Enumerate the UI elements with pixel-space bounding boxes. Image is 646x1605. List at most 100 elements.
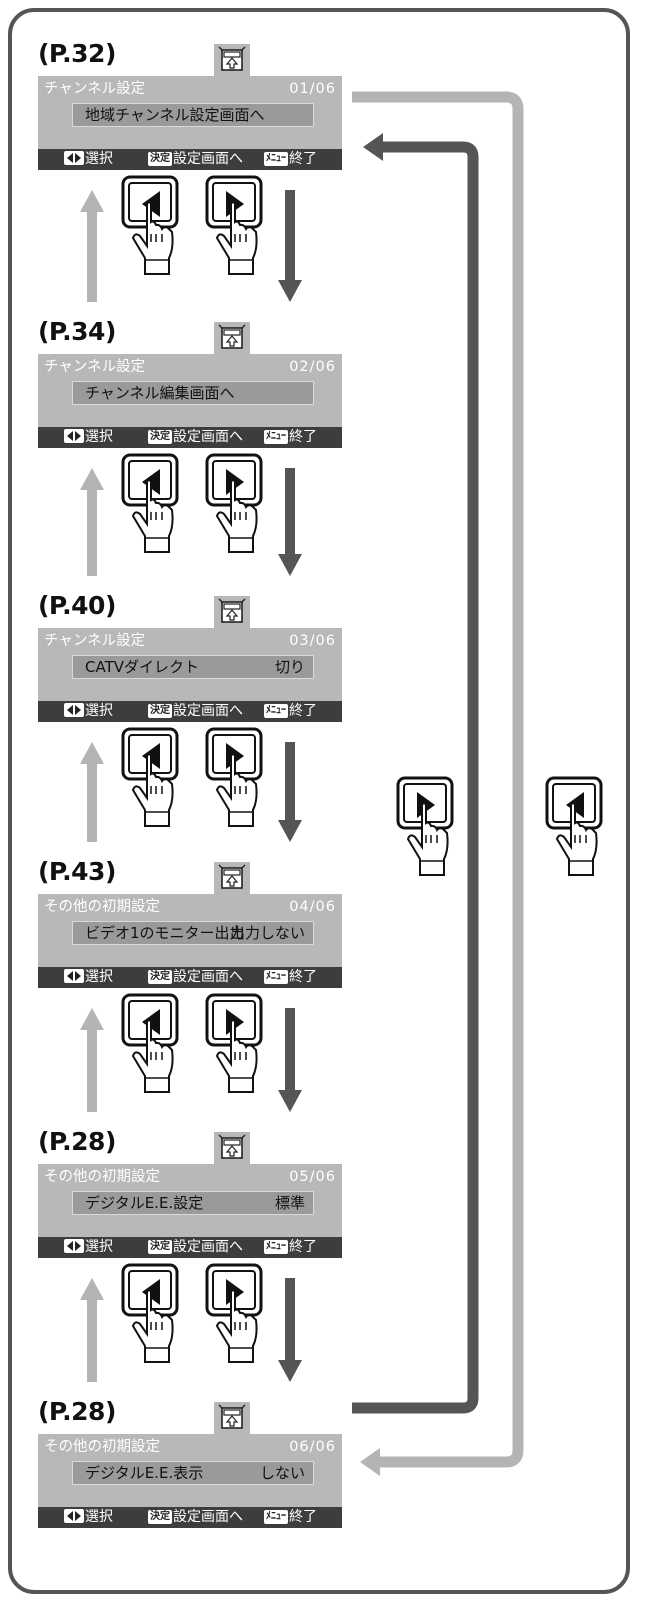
hand-press-left-icon xyxy=(121,175,179,275)
screen-header: チャンネル設定 01/06 xyxy=(44,79,336,99)
page-reference: (P.28) xyxy=(38,1397,116,1426)
footer-select: 選択 xyxy=(64,427,113,448)
menu-item-label: 地域チャンネル設定画面へ xyxy=(85,106,265,124)
tv-menu-screen: その他の初期設定 05/06 デジタルE.E.設定 標準 選択 決定設定画面へ xyxy=(38,1164,342,1258)
hand-press-left-icon xyxy=(121,453,179,553)
menu-item[interactable]: チャンネル編集画面へ xyxy=(72,381,314,405)
hand-press-right-icon xyxy=(205,453,263,553)
screen-title: チャンネル設定 xyxy=(44,81,146,97)
screen-footer: 選択 決定設定画面へ ﾒﾆｭｰ終了 xyxy=(38,149,342,170)
screen-header: その他の初期設定 04/06 xyxy=(44,897,336,917)
page-reference: (P.40) xyxy=(38,591,116,620)
enter-key-icon: 決定 xyxy=(148,970,172,984)
hand-press-right-icon xyxy=(396,776,454,876)
menu-item-value: 切り xyxy=(274,658,305,676)
enter-key-icon: 決定 xyxy=(148,152,172,166)
arrow-down-icon xyxy=(278,554,302,576)
menu-item[interactable]: 地域チャンネル設定画面へ xyxy=(72,103,314,127)
footer-enter-label: 設定画面へ xyxy=(173,429,243,445)
tv-menu-screen: その他の初期設定 06/06 デジタルE.E.表示 しない 選択 決定設定画面へ xyxy=(38,1434,342,1528)
screen-header: チャンネル設定 02/06 xyxy=(44,357,336,377)
settings-screen-block-2: (P.34) チャンネル設定 02/06 チャンネル編集画面へ xyxy=(38,318,342,448)
loop-arrow-forward xyxy=(352,91,524,1468)
screen-footer: 選択 決定設定画面へ ﾒﾆｭｰ終了 xyxy=(38,701,342,722)
screen-header: チャンネル設定 03/06 xyxy=(44,631,336,651)
footer-menu: ﾒﾆｭｰ終了 xyxy=(264,427,317,448)
hand-press-right-icon xyxy=(205,175,263,275)
footer-enter: 決定設定画面へ xyxy=(148,1507,243,1528)
left-right-key-icon xyxy=(64,703,84,717)
menu-item[interactable]: CATVダイレクト 切り xyxy=(72,655,314,679)
footer-enter: 決定設定画面へ xyxy=(148,701,243,722)
hand-press-left-icon xyxy=(121,727,179,827)
screen-footer: 選択 決定設定画面へ ﾒﾆｭｰ終了 xyxy=(38,1507,342,1528)
left-right-key-icon xyxy=(64,969,84,983)
tv-remote-icon xyxy=(214,862,250,894)
screen-page-number: 01/06 xyxy=(289,81,336,97)
footer-enter: 決定設定画面へ xyxy=(148,1237,243,1258)
arrow-down-icon xyxy=(278,820,302,842)
settings-screen-block-6: (P.28) その他の初期設定 06/06 デジタルE.E.表示 しない xyxy=(38,1398,342,1528)
settings-screen-block-5: (P.28) その他の初期設定 05/06 デジタルE.E.設定 標準 xyxy=(38,1128,342,1258)
hand-press-right-icon xyxy=(205,727,263,827)
tv-remote-icon xyxy=(214,322,250,354)
footer-enter-label: 設定画面へ xyxy=(173,969,243,985)
menu-item-label: チャンネル編集画面へ xyxy=(85,384,235,402)
footer-select: 選択 xyxy=(64,701,113,722)
page-reference: (P.32) xyxy=(38,39,116,68)
arrow-up-icon xyxy=(80,742,104,764)
settings-screen-block-3: (P.40) チャンネル設定 03/06 CATVダイレクト 切り xyxy=(38,592,342,722)
menu-item-label: デジタルE.E.表示 xyxy=(85,1464,204,1482)
left-right-key-icon xyxy=(64,151,84,165)
screen-page-number: 05/06 xyxy=(289,1169,336,1185)
menu-key-icon: ﾒﾆｭｰ xyxy=(264,430,288,444)
footer-enter: 決定設定画面へ xyxy=(148,149,243,170)
footer-menu: ﾒﾆｭｰ終了 xyxy=(264,149,317,170)
menu-item-label: ビデオ1のモニター出力 xyxy=(85,924,245,942)
loop-arrow-forward-head xyxy=(360,1448,380,1476)
menu-item[interactable]: ビデオ1のモニター出力 出力しない xyxy=(72,921,314,945)
footer-exit-label: 終了 xyxy=(289,151,317,167)
footer-select-label: 選択 xyxy=(85,151,113,167)
footer-select-label: 選択 xyxy=(85,703,113,719)
footer-select-label: 選択 xyxy=(85,1509,113,1525)
tv-remote-icon xyxy=(214,1132,250,1164)
footer-select: 選択 xyxy=(64,149,113,170)
screen-title: その他の初期設定 xyxy=(44,1169,160,1185)
footer-select-label: 選択 xyxy=(85,429,113,445)
screen-footer: 選択 決定設定画面へ ﾒﾆｭｰ終了 xyxy=(38,427,342,448)
footer-enter-label: 設定画面へ xyxy=(173,151,243,167)
enter-key-icon: 決定 xyxy=(148,704,172,718)
hand-press-left-icon xyxy=(121,1263,179,1363)
screen-header: その他の初期設定 06/06 xyxy=(44,1437,336,1457)
screen-title: その他の初期設定 xyxy=(44,899,160,915)
left-right-key-icon xyxy=(64,1509,84,1523)
menu-key-icon: ﾒﾆｭｰ xyxy=(264,1240,288,1254)
screen-page-number: 02/06 xyxy=(289,359,336,375)
footer-enter-label: 設定画面へ xyxy=(173,1509,243,1525)
page-reference: (P.34) xyxy=(38,317,116,346)
screen-page-number: 04/06 xyxy=(289,899,336,915)
menu-item[interactable]: デジタルE.E.設定 標準 xyxy=(72,1191,314,1215)
footer-select: 選択 xyxy=(64,967,113,988)
hand-press-right-icon xyxy=(205,1263,263,1363)
diagram-frame xyxy=(8,8,630,1594)
menu-item-value: 出力しない xyxy=(229,924,305,942)
screen-footer: 選択 決定設定画面へ ﾒﾆｭｰ終了 xyxy=(38,1237,342,1258)
screen-page-number: 03/06 xyxy=(289,633,336,649)
footer-select-label: 選択 xyxy=(85,1239,113,1255)
footer-select-label: 選択 xyxy=(85,969,113,985)
footer-exit-label: 終了 xyxy=(289,1509,317,1525)
footer-menu: ﾒﾆｭｰ終了 xyxy=(264,1237,317,1258)
menu-item-label: デジタルE.E.設定 xyxy=(85,1194,204,1212)
arrow-up-icon xyxy=(80,468,104,490)
menu-item[interactable]: デジタルE.E.表示 しない xyxy=(72,1461,314,1485)
enter-key-icon: 決定 xyxy=(148,430,172,444)
left-right-key-icon xyxy=(64,1239,84,1253)
enter-key-icon: 決定 xyxy=(148,1240,172,1254)
page-reference: (P.28) xyxy=(38,1127,116,1156)
tv-menu-screen: その他の初期設定 04/06 ビデオ1のモニター出力 出力しない 選択 決定設定… xyxy=(38,894,342,988)
menu-item-value: しない xyxy=(259,1464,305,1482)
menu-item-label: CATVダイレクト xyxy=(85,658,199,676)
